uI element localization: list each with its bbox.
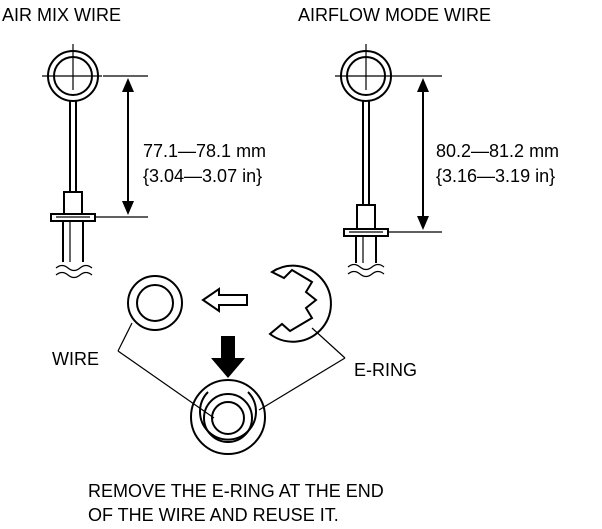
wire-leader: [117, 322, 133, 352]
air-mix-wire-title: AIR MIX WIRE: [2, 5, 121, 25]
wire-end-circle: [127, 275, 183, 331]
airflow-mode-wire-drawing: [335, 44, 396, 278]
air-mix-wire-drawing: [42, 44, 102, 279]
e-ring-part: [268, 264, 332, 343]
airflow-mode-dimension: [389, 75, 442, 233]
e-ring-label: E-RING: [354, 360, 417, 380]
note-line-2: OF THE WIRE AND REUSE IT.: [88, 505, 339, 525]
note-line-1: REMOVE THE E-RING AT THE END: [88, 481, 384, 501]
airflow-mode-dimension-mm: 80.2—81.2 mm: [436, 141, 559, 161]
air-mix-dimension-mm: 77.1—78.1 mm: [143, 141, 266, 161]
air-mix-dimension-in: {3.04—3.07 in}: [143, 166, 262, 186]
airflow-mode-wire-title: AIRFLOW MODE WIRE: [298, 5, 491, 25]
e-ring-leader-lower: [258, 357, 346, 411]
e-ring-leader: [311, 327, 346, 359]
assembled-wire-e-ring: [190, 379, 266, 455]
wire-label: WIRE: [52, 349, 99, 369]
removal-arrow-icon: [201, 287, 248, 313]
wire-leader-lower: [117, 350, 215, 419]
airflow-mode-dimension-in: {3.16—3.19 in}: [436, 166, 555, 186]
install-arrow-icon: [211, 336, 245, 378]
air-mix-dimension: [96, 75, 148, 218]
